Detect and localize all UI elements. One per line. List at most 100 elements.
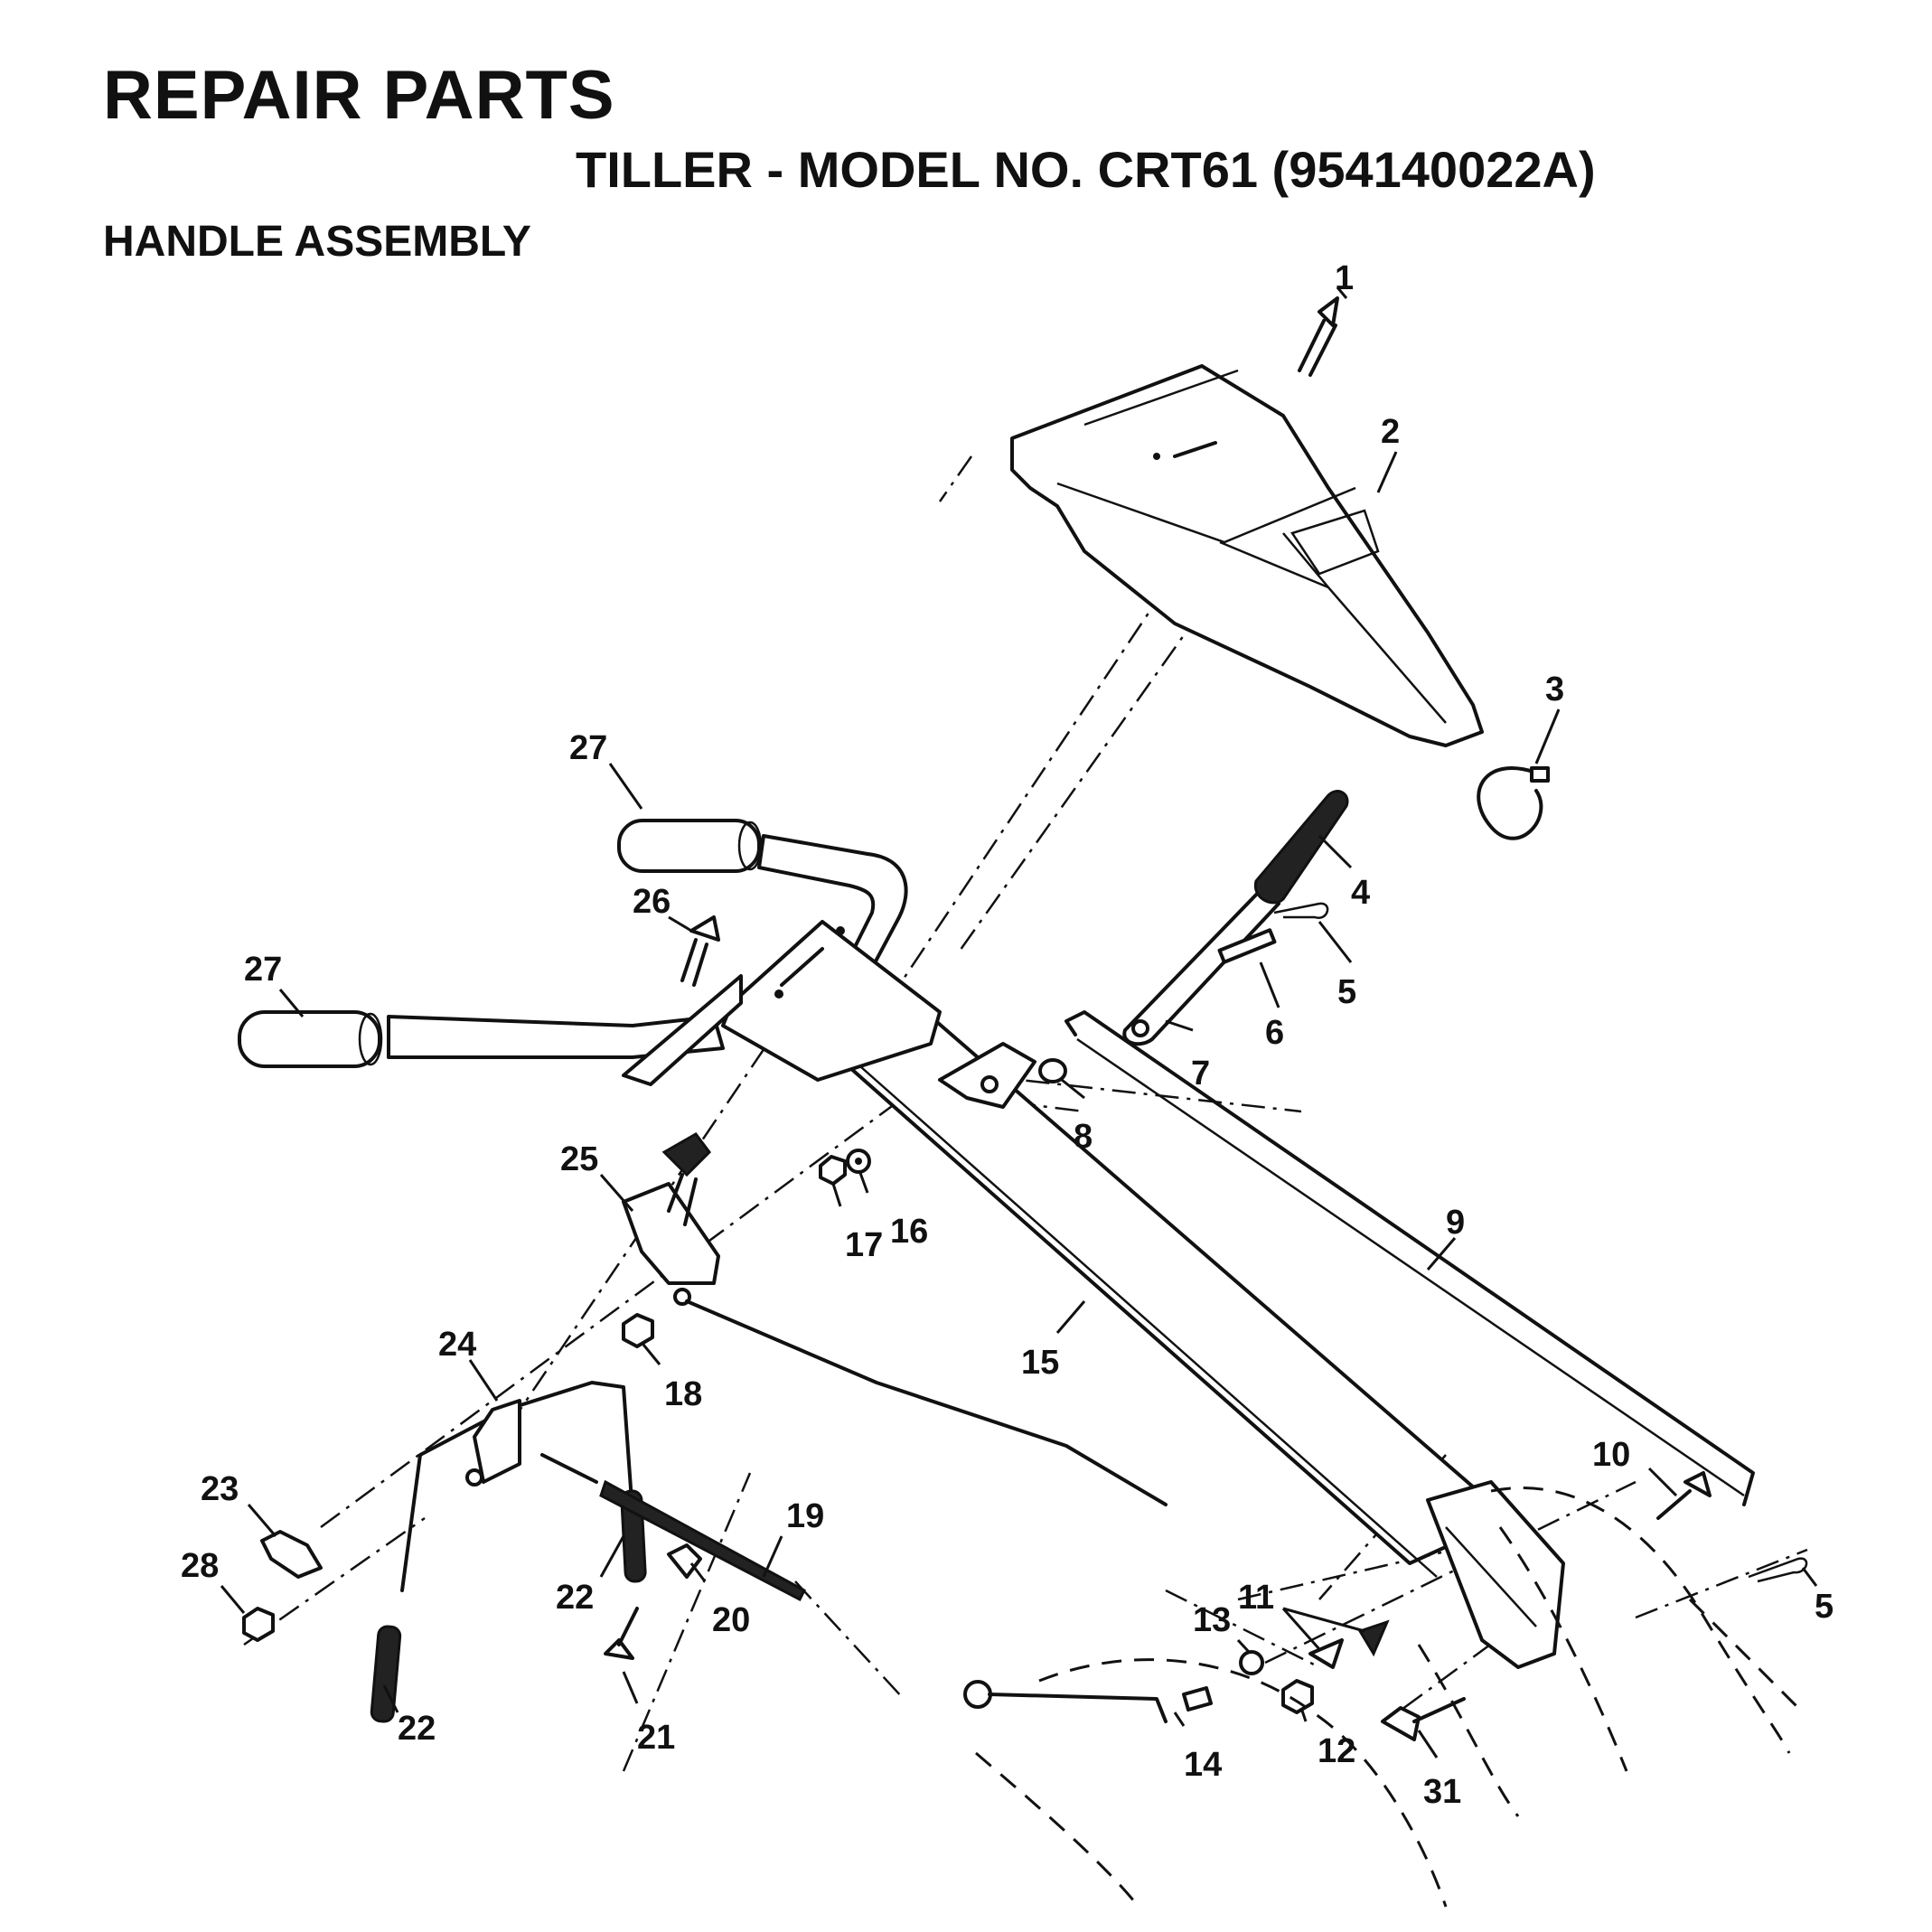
lever-grip-part-4 [1253, 790, 1349, 905]
shift-lever-part-14 [963, 1680, 1213, 1723]
svg-text:21: 21 [637, 1719, 675, 1757]
callout-3: 3 [1534, 671, 1564, 764]
svg-text:5: 5 [1337, 973, 1356, 1011]
svg-text:15: 15 [1021, 1344, 1059, 1382]
svg-text:12: 12 [1318, 1732, 1355, 1770]
callout-10: 10 [1592, 1436, 1678, 1497]
control-panel-part-2 [1010, 364, 1484, 747]
callout-5b: 5 [1801, 1567, 1834, 1626]
clip-part-23 [260, 1530, 323, 1579]
callout-9: 9 [1426, 1204, 1465, 1271]
clip-part-20 [667, 1543, 702, 1579]
svg-text:14: 14 [1184, 1746, 1222, 1784]
housing-phantom-outline [975, 1487, 1800, 1908]
nut-part-17 [819, 1155, 847, 1186]
svg-text:24: 24 [438, 1326, 476, 1364]
bolt-part-26 [680, 915, 720, 987]
bolt-part-6 [1217, 928, 1277, 964]
callout-27a: 27 [569, 729, 643, 810]
screw-part-1 [1298, 296, 1339, 377]
retaining-ring-part-3 [1477, 766, 1550, 840]
hairpin-part-5-upper [1273, 902, 1329, 919]
svg-text:8: 8 [1074, 1118, 1093, 1156]
svg-text:1: 1 [1335, 259, 1354, 297]
shift-lever-part-7 [1122, 888, 1280, 1046]
page-title: REPAIR PARTS [103, 57, 615, 134]
callout-15: 15 [1021, 1300, 1086, 1382]
callout-27b: 27 [244, 951, 305, 1018]
callout-22b: 22 [382, 1684, 436, 1748]
callout-18: 18 [642, 1344, 702, 1413]
bail-part-24 [400, 1381, 639, 1592]
control-cable [685, 1299, 1168, 1506]
nut-part-18 [622, 1313, 654, 1348]
washer-part-16 [846, 1149, 871, 1174]
svg-text:17: 17 [845, 1226, 883, 1264]
callout-19: 19 [762, 1497, 824, 1578]
callout-24: 24 [438, 1326, 499, 1402]
svg-text:25: 25 [560, 1140, 598, 1178]
handlebar [387, 834, 908, 1059]
callout-11: 11 [1238, 1579, 1365, 1650]
svg-text:20: 20 [712, 1601, 750, 1639]
section-title: HANDLE ASSEMBLY [103, 218, 531, 266]
callout-2: 2 [1376, 413, 1400, 493]
pivot-bracket [938, 1042, 1036, 1109]
svg-text:22: 22 [556, 1579, 594, 1617]
svg-text:27: 27 [569, 729, 607, 767]
callout-26: 26 [633, 883, 692, 933]
svg-text:28: 28 [181, 1547, 219, 1585]
grip-part-22-left [370, 1625, 402, 1723]
grip-part-27-upper [617, 819, 763, 873]
callout-1: 1 [1335, 259, 1354, 299]
callout-8: 8 [1061, 1078, 1093, 1156]
control-lever-part-25 [622, 1132, 720, 1306]
svg-text:6: 6 [1265, 1014, 1284, 1052]
svg-text:27: 27 [244, 951, 282, 989]
svg-text:3: 3 [1545, 671, 1564, 708]
svg-text:23: 23 [201, 1470, 239, 1508]
spring-part-19 [540, 1453, 806, 1602]
handle-bracket [622, 920, 942, 1086]
handle-tube-part-15 [816, 1015, 1565, 1669]
callout-5a: 5 [1318, 921, 1356, 1011]
callout-22a: 22 [556, 1535, 625, 1617]
nut-part-12 [1281, 1679, 1314, 1714]
callout-14: 14 [1173, 1712, 1222, 1784]
svg-text:5: 5 [1815, 1588, 1834, 1626]
svg-text:31: 31 [1423, 1773, 1461, 1811]
bolt-part-10 [1656, 1471, 1712, 1520]
washer-part-13 [1239, 1650, 1264, 1675]
svg-text:9: 9 [1446, 1204, 1465, 1242]
callout-12: 12 [1299, 1707, 1355, 1770]
nut-part-28 [242, 1607, 275, 1642]
svg-text:22: 22 [398, 1710, 436, 1748]
svg-text:10: 10 [1592, 1436, 1630, 1474]
callout-17: 17 [831, 1183, 883, 1264]
spacer-part-8 [1038, 1058, 1067, 1083]
svg-text:13: 13 [1193, 1601, 1231, 1639]
callout-labels: 1 2 3 4 5 6 7 8 9 10 11 12 13 14 15 16 1… [181, 259, 1834, 1811]
callout-6: 6 [1259, 961, 1284, 1052]
callout-25: 25 [560, 1140, 634, 1212]
svg-text:19: 19 [786, 1497, 824, 1535]
bolt-part-31 [1381, 1697, 1466, 1741]
svg-text:2: 2 [1381, 413, 1400, 451]
grip-part-27-lower [238, 1010, 383, 1068]
callout-7: 7 [1165, 1019, 1210, 1093]
callout-31: 31 [1417, 1730, 1461, 1811]
callout-28: 28 [181, 1547, 246, 1614]
svg-text:7: 7 [1191, 1055, 1210, 1093]
key-part-11 [1308, 1619, 1390, 1669]
model-subtitle: TILLER - MODEL NO. CRT61 (954140022A) [576, 141, 1596, 198]
callout-23: 23 [201, 1470, 277, 1537]
svg-text:18: 18 [664, 1375, 702, 1413]
svg-text:16: 16 [890, 1213, 928, 1251]
callout-13: 13 [1193, 1601, 1251, 1654]
callout-4: 4 [1318, 834, 1370, 912]
svg-text:11: 11 [1238, 1579, 1274, 1617]
bolt-part-21 [604, 1607, 639, 1660]
callout-21: 21 [622, 1671, 675, 1757]
svg-text:26: 26 [633, 883, 671, 921]
